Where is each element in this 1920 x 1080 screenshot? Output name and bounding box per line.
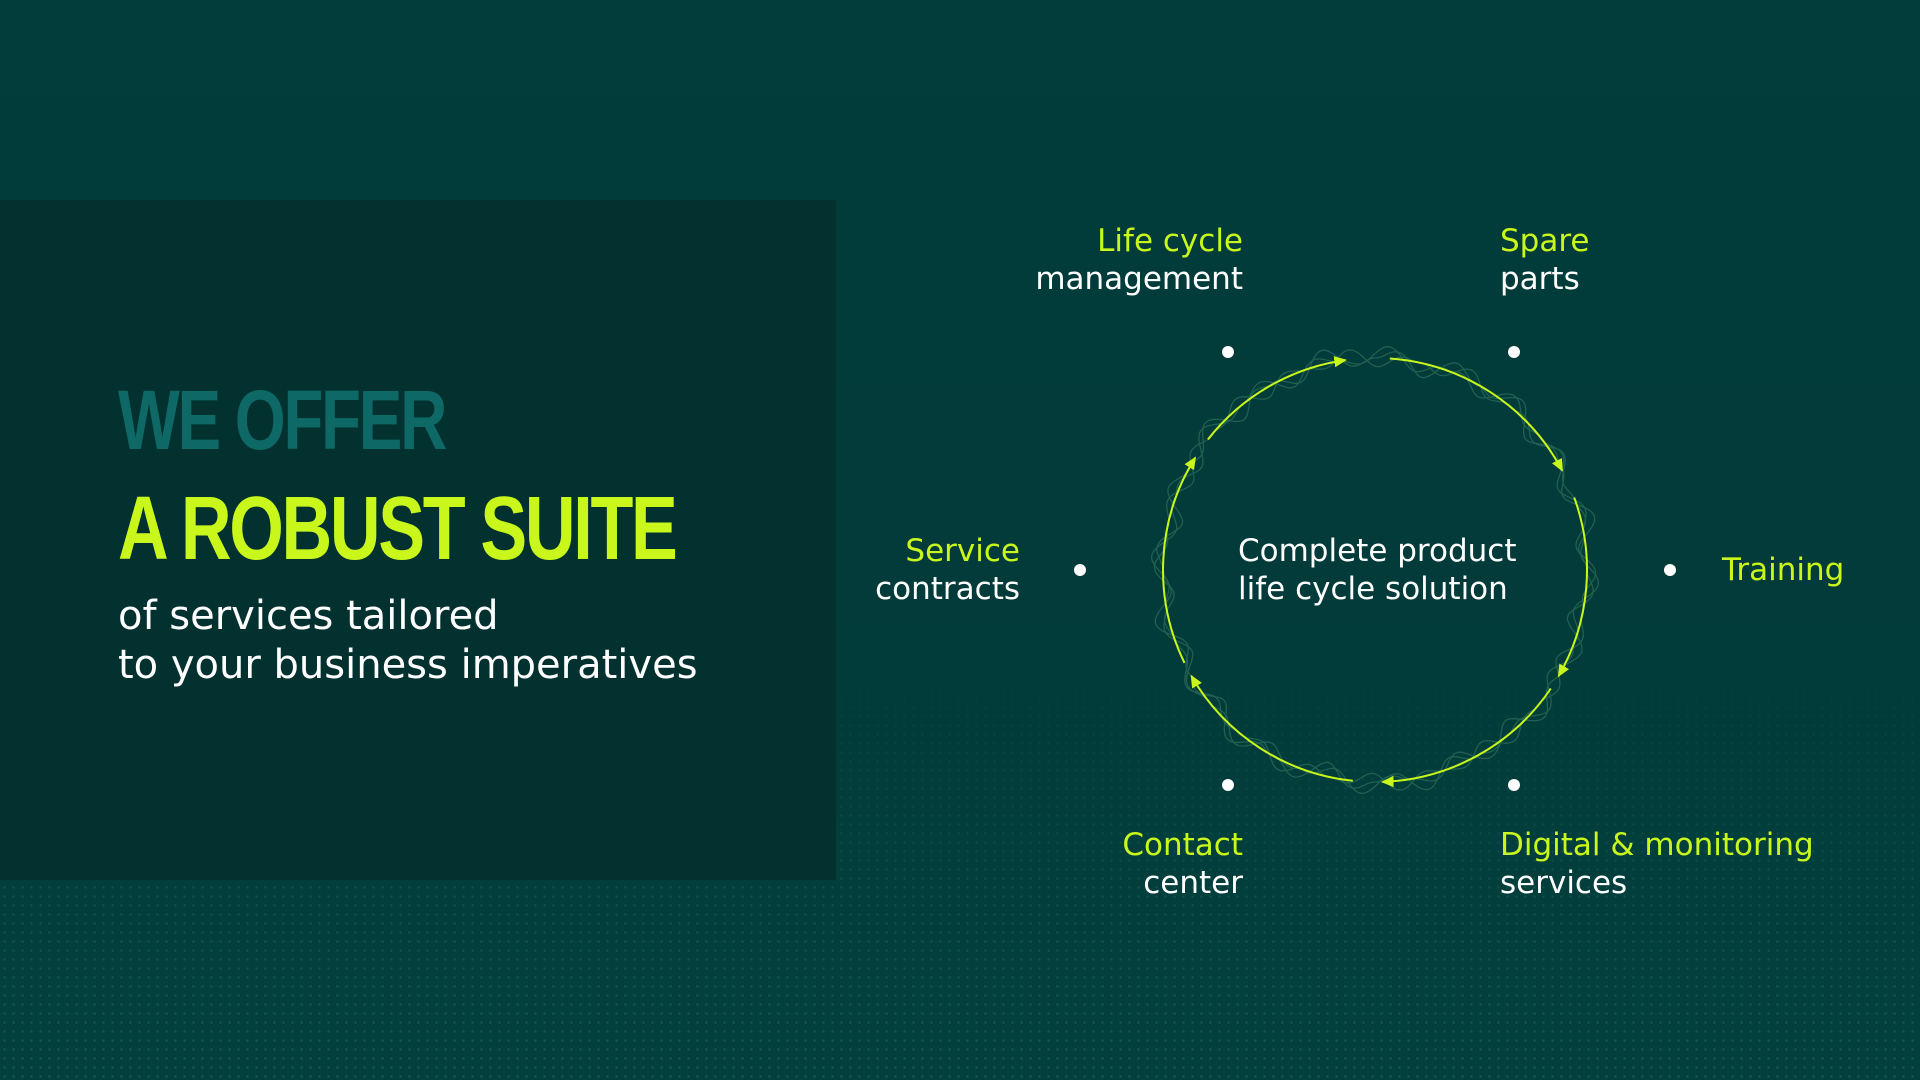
cycle-item-digital-monitoring: Digital & monitoring services (1500, 826, 1814, 902)
hero-panel (0, 200, 836, 880)
cycle-arrow (1389, 357, 1564, 472)
node-dot-service (1074, 564, 1086, 576)
cycle-item-title: Spare (1500, 223, 1590, 259)
cycle-arrow (1557, 497, 1588, 678)
node-dot-contact (1222, 779, 1234, 791)
cycle-item-subtitle: center (1143, 865, 1243, 901)
cycle-item-title: Training (1722, 552, 1845, 588)
cycle-item-service-contracts: Service contracts (875, 532, 1020, 608)
cycle-arrow (1381, 687, 1552, 788)
cycle-item-title: Life cycle (1097, 223, 1243, 259)
cycle-center-line1: Complete product (1238, 533, 1517, 569)
cycle-item-subtitle: parts (1500, 261, 1580, 297)
cycle-arrows (1162, 356, 1588, 788)
cycle-item-training: Training (1722, 551, 1844, 589)
cycle-center-line2: life cycle solution (1238, 571, 1508, 607)
cycle-arrow (1162, 456, 1197, 664)
wavy-ring-line (1151, 346, 1599, 794)
hero-subtitle: of services tailored to your business im… (118, 592, 698, 690)
cycle-item-subtitle: services (1500, 865, 1628, 901)
cycle-arrow (1207, 356, 1347, 441)
cycle-item-title: Contact (1122, 827, 1243, 863)
cycle-item-title: Service (905, 533, 1020, 569)
cycle-arrow (1190, 674, 1353, 782)
hero-subtitle-line2: to your business imperatives (118, 642, 698, 688)
cycle-center-label: Complete product life cycle solution (1238, 532, 1517, 608)
node-dot-digital (1508, 779, 1520, 791)
cycle-nodes (1074, 346, 1676, 791)
cycle-item-subtitle: management (1035, 261, 1243, 297)
cycle-item-contact-center: Contact center (1122, 826, 1243, 902)
node-dot-spare-parts (1508, 346, 1520, 358)
cycle-item-life-cycle: Life cycle management (1035, 222, 1243, 298)
node-dot-life-cycle (1222, 346, 1234, 358)
hero-subtitle-line1: of services tailored (118, 593, 499, 639)
node-dot-training (1664, 564, 1676, 576)
cycle-item-subtitle: contracts (875, 571, 1020, 607)
hero-title: A ROBUST SUITE (118, 479, 678, 579)
hero-kicker: WE OFFER (118, 373, 447, 467)
cycle-item-spare-parts: Spare parts (1500, 222, 1590, 298)
cycle-item-title: Digital & monitoring (1500, 827, 1814, 863)
